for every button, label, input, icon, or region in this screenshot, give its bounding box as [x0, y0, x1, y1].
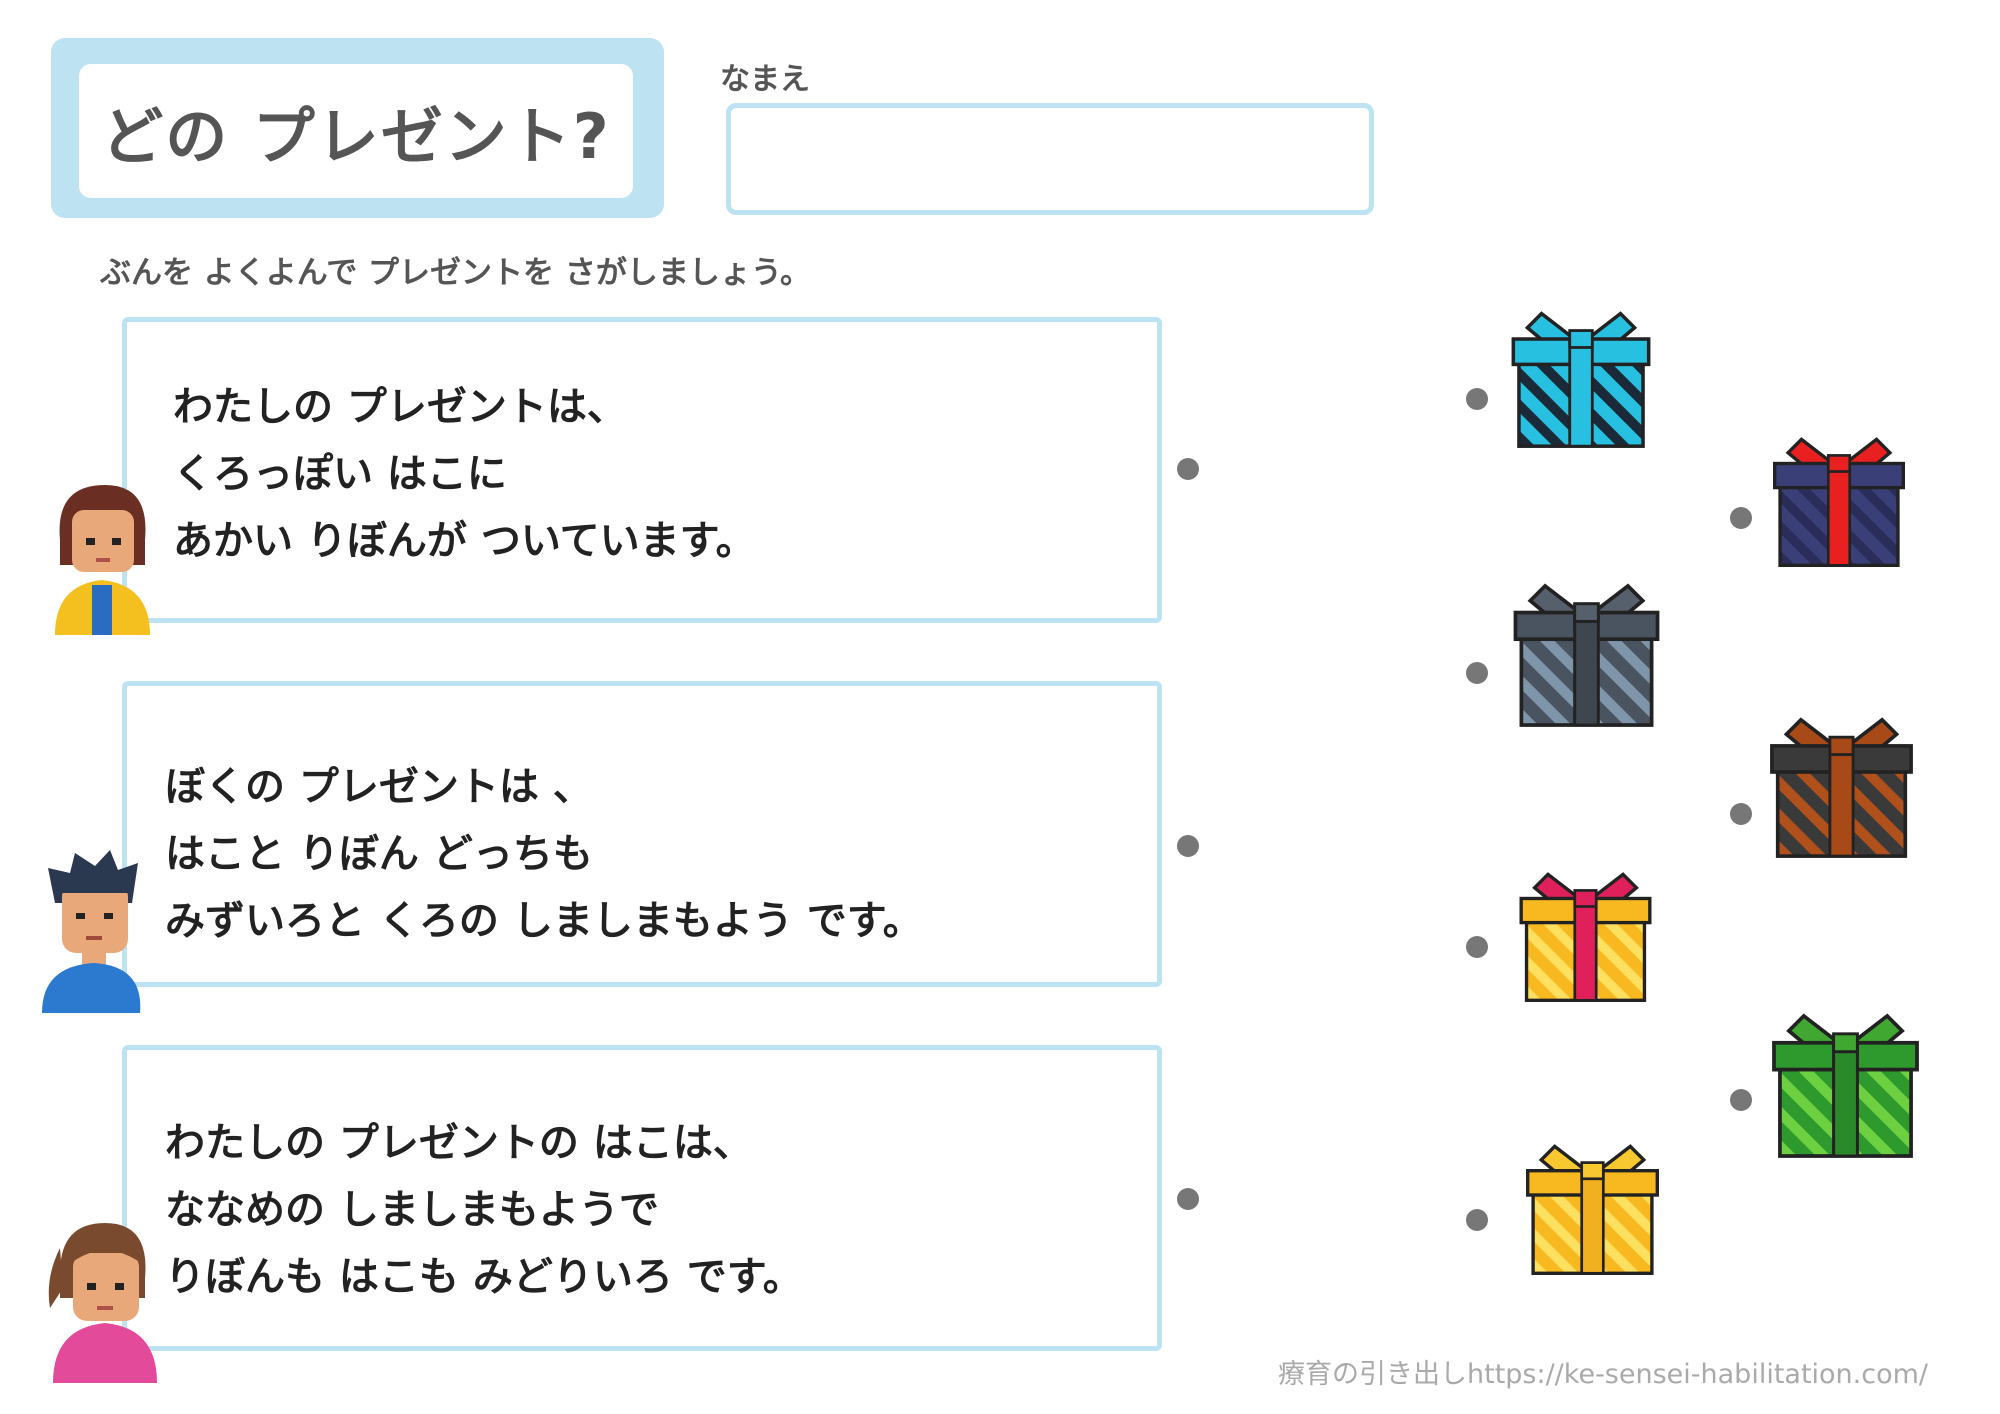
- footer-credit: 療育の引き出しhttps://ke-sensei-habilitation.co…: [1278, 1359, 1929, 1390]
- girl-pink-hoodie-avatar: [48, 1223, 157, 1383]
- gift-7-connector-dot[interactable]: [1466, 1209, 1488, 1231]
- story-line: わたしの プレゼントの はこは、: [165, 1120, 753, 1166]
- story-line: くろっぽい はこに: [173, 451, 507, 497]
- name-label: なまえ: [720, 62, 810, 97]
- story-line: わたしの プレゼントは、: [173, 384, 627, 430]
- story-2-connector-dot[interactable]: [1177, 835, 1199, 857]
- gift-2-connector-dot[interactable]: [1730, 507, 1752, 529]
- girl-yellow-jacket-avatar: [55, 485, 150, 635]
- instruction-text: ぶんを よくよんで プレゼントを さがしましょう。: [100, 255, 811, 291]
- gift-6-connector-dot[interactable]: [1730, 1089, 1752, 1111]
- gift-3-connector-dot[interactable]: [1466, 662, 1488, 684]
- story-line: あかい りぼんが ついています。: [173, 518, 756, 564]
- story-3-connector-dot[interactable]: [1177, 1188, 1199, 1210]
- gift-4-connector-dot[interactable]: [1730, 803, 1752, 825]
- gift-grey-striped[interactable]: [1506, 580, 1667, 728]
- title-panel: どの プレゼント?: [51, 38, 664, 218]
- story-box-2: ぼくの プレゼントは 、はこと りぼん どっちもみずいろと くろの しましまもよ…: [122, 681, 1162, 987]
- gift-yellow-pink-ribbon[interactable]: [1513, 869, 1658, 1003]
- story-line: ななめの しましまもようで: [165, 1187, 659, 1233]
- gift-green-striped[interactable]: [1771, 1010, 1920, 1159]
- gift-1-connector-dot[interactable]: [1466, 388, 1488, 410]
- story-line: はこと りぼん どっちも: [165, 831, 593, 877]
- story-line: みずいろと くろの しましまもよう です。: [165, 898, 923, 944]
- story-line: ぼくの プレゼントは 、: [165, 764, 593, 810]
- name-field[interactable]: [726, 103, 1374, 215]
- story-box-3: わたしの プレゼントの はこは、ななめの しましまもようでりぼんも はこも みど…: [122, 1045, 1162, 1351]
- gift-yellow-striped[interactable]: [1522, 1141, 1663, 1276]
- gift-black-orange-striped[interactable]: [1769, 713, 1914, 860]
- story-line: りぼんも はこも みどりいろ です。: [165, 1254, 803, 1300]
- gift-5-connector-dot[interactable]: [1466, 936, 1488, 958]
- story-1-connector-dot[interactable]: [1177, 458, 1199, 480]
- boy-blue-shirt-avatar: [42, 850, 141, 1013]
- story-box-1: わたしの プレゼントは、くろっぽい はこにあかい りぼんが ついています。: [122, 317, 1162, 623]
- gift-cyan-black-striped[interactable]: [1508, 308, 1654, 449]
- gift-navy-red-ribbon[interactable]: [1772, 433, 1906, 569]
- page-title: どの プレゼント?: [79, 64, 633, 198]
